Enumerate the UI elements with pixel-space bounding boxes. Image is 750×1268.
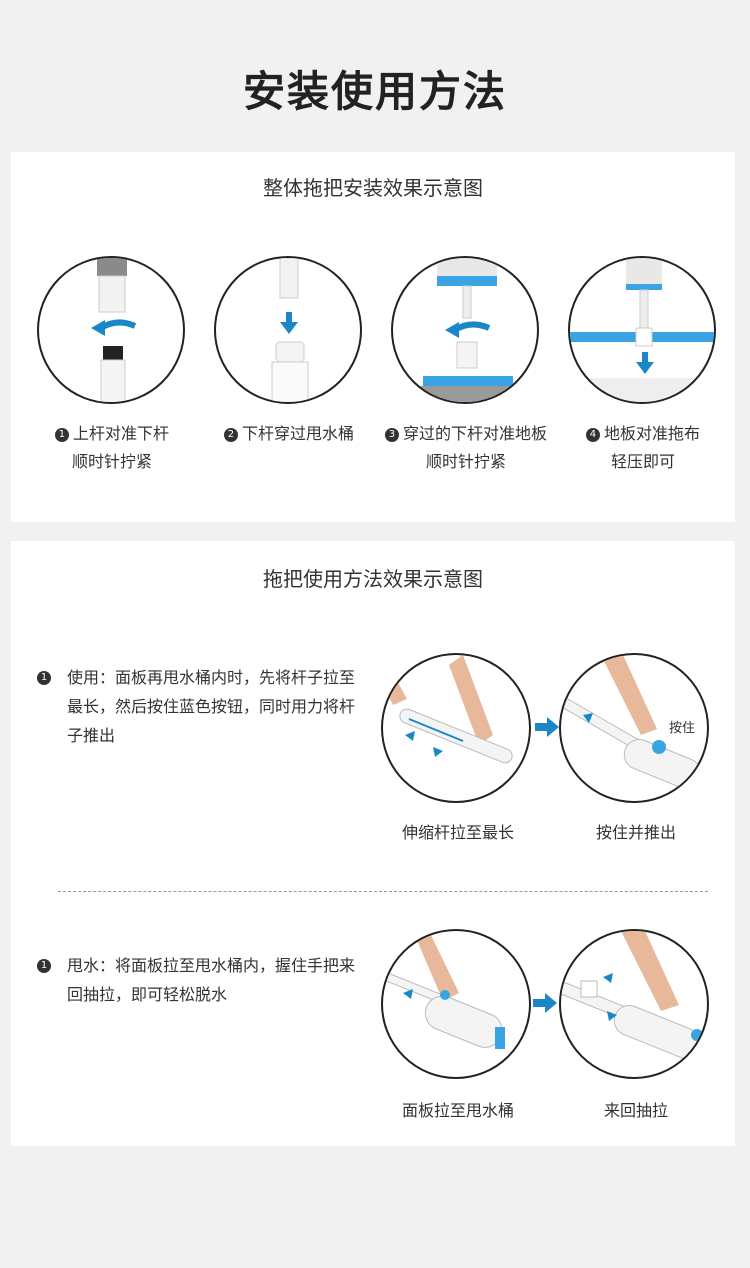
step-4-number: 4 [585,428,600,442]
next-arrow-icon [535,717,559,737]
panel-to-bucket-illustration [381,929,531,1079]
step-2-number: 2 [223,428,238,442]
push-label: 按住并推出 [595,823,676,842]
step-4-line2: 轻压即可 [610,452,675,471]
press-note: 按住 [669,721,696,736]
push-illustration: 按住 [559,653,709,803]
step-1-line1: 上杆对准下杆 [72,424,169,443]
step-3-illustration [391,256,539,404]
page-title: 安装使用方法 [242,67,507,116]
step-2-line1: 下杆穿过甩水桶 [241,424,354,443]
step-1-line2: 顺时针拧紧 [71,452,152,471]
usage-card-title: 拖把使用方法效果示意图 [263,567,483,591]
spin-text: 甩水：将面板拉至甩水桶内，握住手把来回抽拉，即可轻松脱水 [67,956,356,1004]
pull-illustration [381,653,531,803]
pull-label: 伸缩杆拉至最长 [401,823,514,842]
usage-card: 拖把使用方法效果示意图 1 使用：面板再甩水桶内时，先将杆子拉至最长，然后按住蓝… [11,541,735,1146]
spin-number: 1 [37,959,51,973]
step-3-line2: 顺时针拧紧 [425,452,506,471]
use-text: 使用：面板再甩水桶内时，先将杆子拉至最长，然后按住蓝色按钮，同时用力将杆子推出 [67,668,356,745]
next-arrow-icon-2 [533,993,557,1013]
spin-instructions: 1 甩水：将面板拉至甩水桶内，握住手把来回抽拉，即可轻松脱水 [37,951,367,1009]
step-3-line1: 穿过的下杆对准地板 [402,424,547,443]
step-3-number: 3 [384,428,399,442]
panel-to-bucket-label: 面板拉至甩水桶 [401,1101,514,1120]
pull-back-forth-label: 来回抽拉 [603,1101,668,1120]
install-card-title: 整体拖把安装效果示意图 [263,176,483,200]
step-4-line1: 地板对准拖布 [603,424,700,443]
step-1-number: 1 [54,428,69,442]
step-4-illustration [568,256,716,404]
pull-back-forth-illustration [559,929,709,1079]
section-divider [58,891,708,892]
use-number: 1 [37,671,51,685]
use-instructions: 1 使用：面板再甩水桶内时，先将杆子拉至最长，然后按住蓝色按钮，同时用力将杆子推… [37,663,367,750]
step-1-illustration [37,256,185,404]
step-2-illustration [214,256,362,404]
